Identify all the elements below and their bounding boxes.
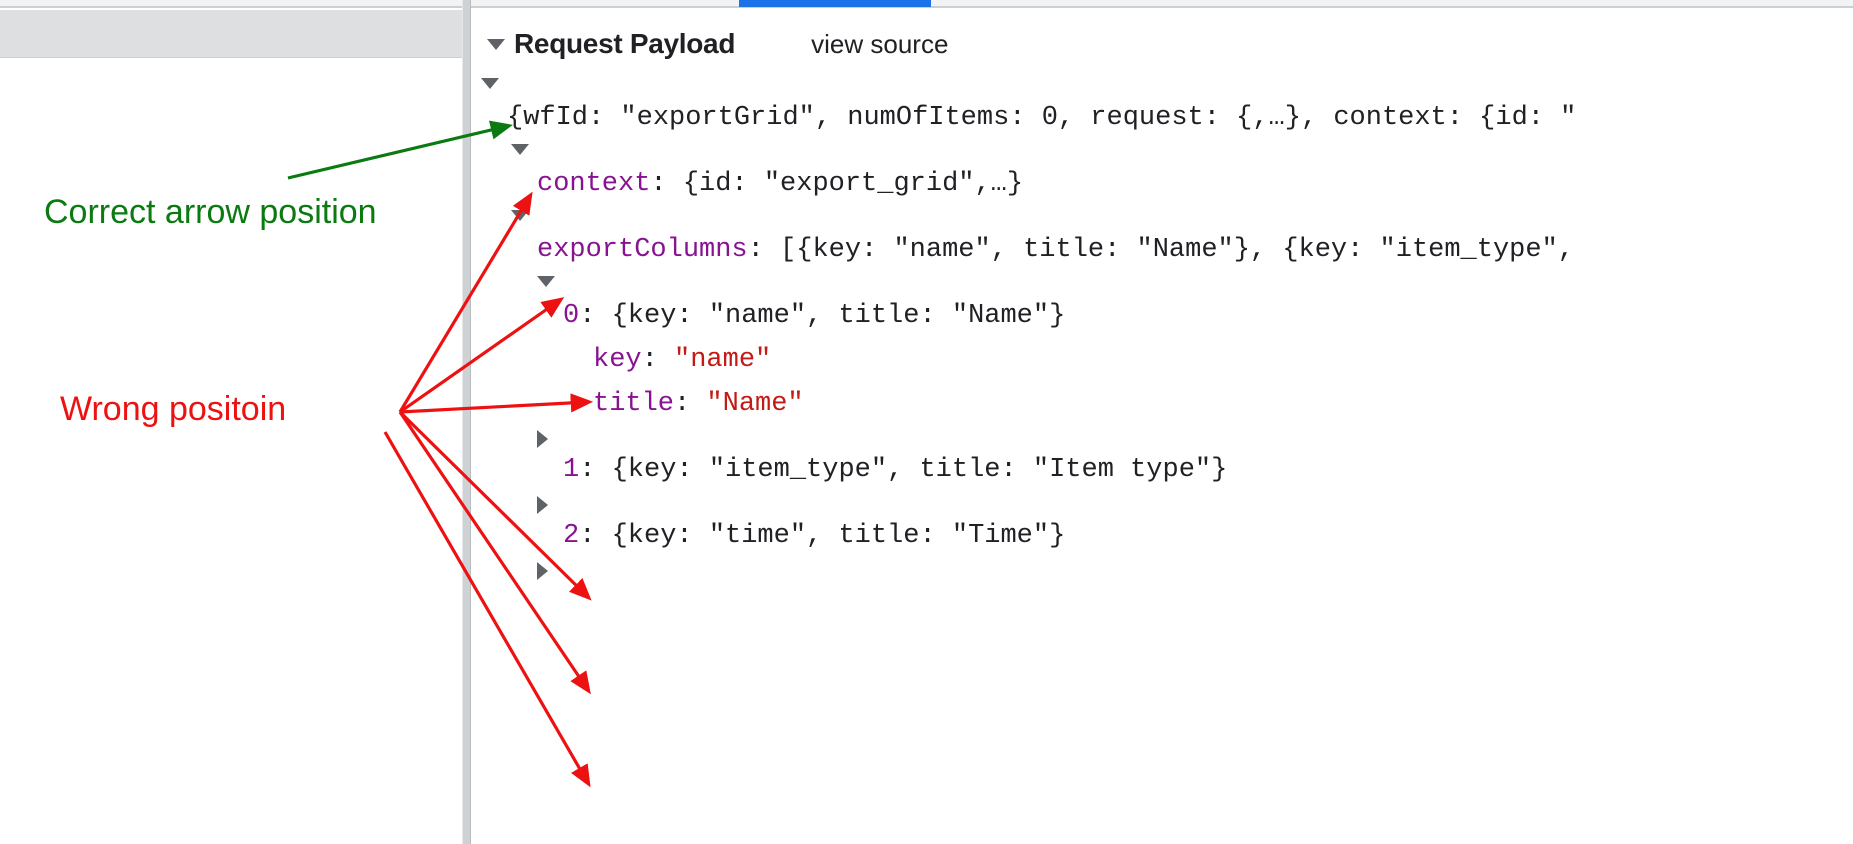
chevron-down-icon-root[interactable] bbox=[481, 78, 499, 89]
request-details-pane: Request Payload view source {wfId: "expo… bbox=[471, 0, 1853, 844]
tree-row-exportColumns[interactable]: exportColumns: [{key: "name", title: "Na… bbox=[471, 228, 1853, 272]
tree-text-segment: "Name" bbox=[706, 389, 804, 419]
tree-toggle-row-item-1 bbox=[471, 426, 1853, 448]
left-pane-body[interactable] bbox=[0, 58, 462, 844]
page-title: Request Payload bbox=[514, 28, 736, 59]
json-payload-tree[interactable]: {wfId: "exportGrid", numOfItems: 0, requ… bbox=[471, 74, 1853, 844]
tree-text-segment: : {id: "export_grid",…} bbox=[650, 169, 1024, 199]
tree-row-item-0-key[interactable]: key: "name" bbox=[471, 338, 1853, 382]
chevron-right-icon-item-3[interactable] bbox=[537, 562, 548, 580]
tree-text-segment: : bbox=[641, 345, 675, 375]
details-tabstrip[interactable] bbox=[471, 0, 1853, 8]
tab-active-indicator bbox=[739, 0, 931, 7]
chevron-down-icon-context[interactable] bbox=[511, 144, 529, 155]
tree-toggle-row-exportColumns bbox=[471, 206, 1853, 228]
tree-toggle-row-item-2 bbox=[471, 492, 1853, 514]
tree-text-segment: : {key: "time", title: "Time"} bbox=[579, 521, 1066, 551]
tree-text-segment: "exportGrid" bbox=[620, 103, 815, 133]
chevron-right-icon-item-2[interactable] bbox=[537, 496, 548, 514]
tree-text-segment: 2 bbox=[563, 521, 580, 551]
tree-toggle-row-context bbox=[471, 140, 1853, 162]
network-request-list-pane bbox=[0, 0, 462, 844]
tree-row-item-0[interactable]: 0: {key: "name", title: "Name"} bbox=[471, 294, 1853, 338]
tree-text-segment: 0 bbox=[563, 301, 580, 331]
tree-text-segment: : bbox=[674, 389, 707, 419]
tree-text-segment: 1 bbox=[563, 455, 580, 485]
tree-row-item-2[interactable]: 2: {key: "time", title: "Time"} bbox=[471, 514, 1853, 558]
tree-text-segment: , numOfItems: 0, request: {,…}, context:… bbox=[814, 103, 1577, 133]
left-pane-column-header[interactable] bbox=[0, 10, 462, 58]
tree-row-root[interactable]: {wfId: "exportGrid", numOfItems: 0, requ… bbox=[471, 96, 1853, 140]
tree-text-segment: : {key: "item_type", title: "Item type"} bbox=[579, 455, 1228, 485]
tree-text-segment: {wfId: bbox=[507, 103, 621, 133]
left-pane-toolbar bbox=[0, 0, 462, 8]
tree-text-segment: : {key: "name", title: "Name"} bbox=[579, 301, 1066, 331]
chevron-down-icon[interactable] bbox=[487, 38, 505, 50]
tree-text-segment: key bbox=[593, 345, 642, 375]
tree-text-segment: title bbox=[593, 389, 675, 419]
tree-text-segment: : [{key: "name", title: "Name"}, {key: "… bbox=[747, 235, 1574, 265]
view-source-link[interactable]: view source bbox=[811, 28, 949, 59]
tree-toggle-row-root bbox=[471, 74, 1853, 96]
tree-row-context[interactable]: context: {id: "export_grid",…} bbox=[471, 162, 1853, 206]
tree-text-segment: "name" bbox=[674, 345, 772, 375]
chevron-right-icon-item-1[interactable] bbox=[537, 430, 548, 448]
tree-toggle-row-item-3 bbox=[471, 558, 1853, 580]
tree-toggle-row-item-0 bbox=[471, 272, 1853, 294]
tree-text-segment: context bbox=[537, 169, 651, 199]
tree-row-item-0-title[interactable]: title: "Name" bbox=[471, 382, 1853, 426]
request-payload-section-header[interactable]: Request Payload view source bbox=[471, 22, 1853, 66]
chevron-down-icon-exportColumns[interactable] bbox=[511, 210, 529, 221]
chevron-down-icon-item-0[interactable] bbox=[537, 276, 555, 287]
tree-text-segment: exportColumns bbox=[537, 235, 748, 265]
tree-row-item-1[interactable]: 1: {key: "item_type", title: "Item type"… bbox=[471, 448, 1853, 492]
pane-splitter-handle[interactable] bbox=[462, 0, 471, 844]
